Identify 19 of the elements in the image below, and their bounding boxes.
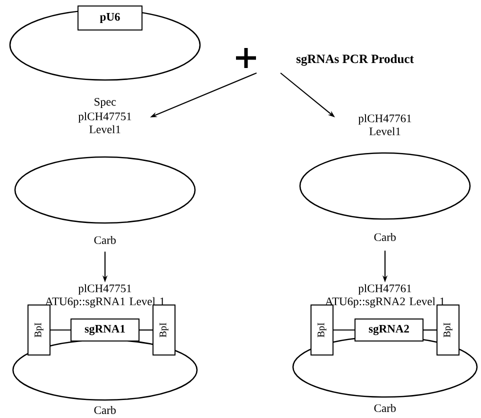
marker-label: Carb — [94, 236, 116, 244]
site-box: BpI — [436, 304, 460, 356]
connector-line — [50, 329, 70, 331]
plasmid-label: plCH47761 Level1 — [358, 114, 412, 136]
site-box: BpI — [28, 304, 50, 356]
marker-label: Carb — [374, 232, 396, 242]
insert-box: sgRNA1 — [70, 318, 140, 342]
insert-box: pU6 — [78, 6, 142, 30]
connector-line — [334, 329, 354, 331]
insert-box: sgRNA2 — [354, 318, 424, 342]
site-box: BpI — [152, 304, 176, 356]
marker-label: Carb — [94, 406, 116, 414]
plasmid-label: plCH47751 Level1 — [78, 112, 132, 134]
connector-line — [140, 329, 152, 331]
connector-line — [424, 329, 436, 331]
product-label: sgRNAs PCR Product — [296, 54, 414, 66]
marker-label: Spec — [94, 98, 116, 108]
site-box: BpI — [310, 304, 334, 356]
marker-label: Carb — [374, 404, 396, 412]
